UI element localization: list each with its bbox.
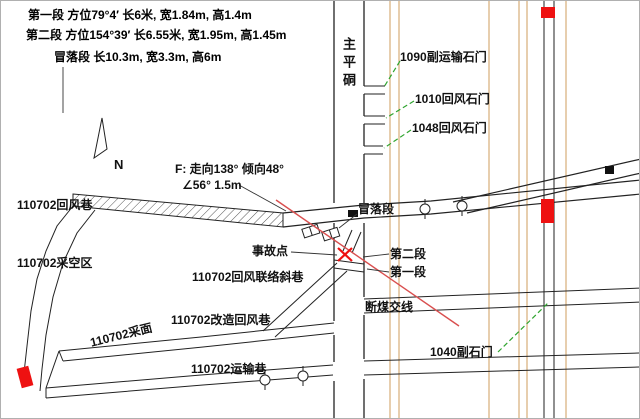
crosscut-1010-label: 1010回风石门	[415, 92, 490, 106]
green-leader-lines	[383, 60, 549, 353]
transport-roadway-label: 110702运输巷	[191, 362, 267, 376]
fault-info-label: F: 走向138° 倾向48°	[175, 162, 284, 176]
first-section-label: 第一段	[390, 265, 427, 279]
north-arrow-icon	[93, 117, 108, 160]
survey-lines	[389, 1, 567, 418]
annotation-collapse-section: 冒落段 长10.3m, 宽3.3m, 高6m	[54, 50, 222, 64]
connecting-incline-label: 110702回风联络斜巷	[192, 270, 304, 284]
fault-angle-label: ∠56° 1.5m	[182, 178, 242, 192]
lower-right-tunnel	[363, 287, 639, 314]
fault-line	[275, 199, 460, 327]
right-crosscut-tunnel	[282, 158, 639, 228]
crosscut-1040-label: 1040副石门	[430, 345, 493, 359]
goaf-boundary	[23, 205, 96, 392]
stopping-marker-right	[605, 166, 614, 174]
leader-lines	[62, 67, 390, 273]
connecting-incline-tunnel	[262, 262, 348, 338]
return-airway-hatched-tunnel	[72, 193, 284, 228]
rebuilt-return-airway-tunnel	[58, 322, 335, 362]
collapse-section-label: 冒落段	[358, 202, 395, 216]
red-seal-markers	[16, 7, 555, 389]
annotation-first-section: 第一段 方位79°4′ 长6米, 宽1.84m, 高1.4m	[28, 8, 252, 22]
goaf-label: 110702采空区	[17, 256, 93, 270]
accident-point-marker	[337, 247, 353, 262]
north-label: N	[114, 157, 124, 172]
accident-point-label: 事故点	[252, 244, 289, 258]
second-section-label: 第二段	[390, 247, 427, 261]
rebuilt-return-airway-label: 110702改造回风巷	[171, 313, 271, 327]
collapse-section-marker	[348, 210, 358, 217]
return-airway-label: 110702回风巷	[17, 198, 93, 212]
main-adit-label: 主平硐	[340, 37, 356, 91]
ventilation-symbols	[259, 196, 468, 390]
crosscut-1090-label: 1090副运输石门	[400, 50, 487, 64]
transport-roadway-tunnel	[45, 352, 639, 399]
coal-break-line-label: 断煤交线	[365, 300, 414, 314]
crosscut-stubs	[364, 85, 385, 155]
annotation-second-section: 第二段 方位154°39′ 长6.55米, 宽1.95m, 高1.45m	[26, 28, 287, 42]
working-face-line	[45, 350, 60, 389]
crosscut-1048-label: 1048回风石门	[412, 121, 487, 135]
